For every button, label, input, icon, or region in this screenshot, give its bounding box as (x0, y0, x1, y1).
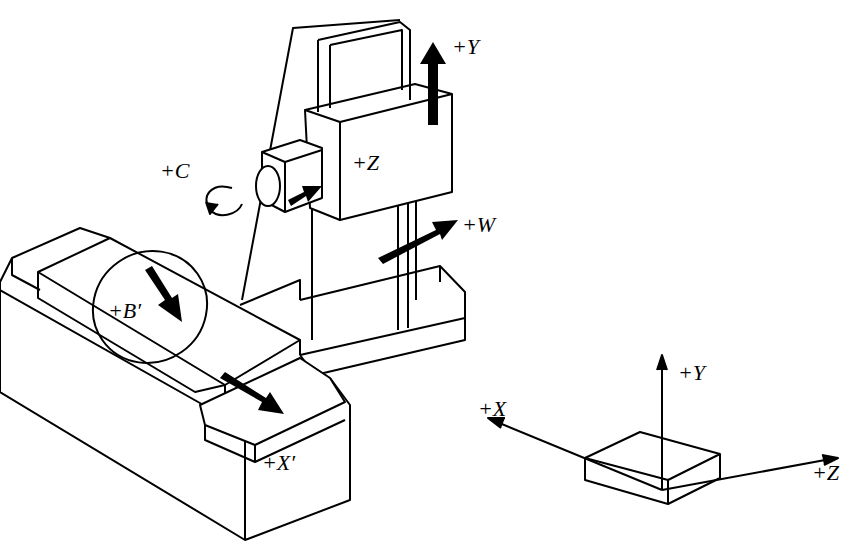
axis-label: +C (160, 160, 190, 182)
axis-label: +Z (352, 152, 379, 174)
axis-label: +Y (678, 362, 705, 384)
axis-label: +X′ (262, 452, 295, 474)
rotary-table-ellipse: +B′ (88, 238, 212, 376)
axis-label: +B′ (108, 300, 141, 322)
axis-label: +Y (452, 36, 479, 58)
axis-label: +Z (812, 462, 839, 484)
ellipse-outline (88, 238, 212, 376)
axis-label: +W (462, 214, 495, 236)
axis-label: +X (478, 398, 506, 420)
